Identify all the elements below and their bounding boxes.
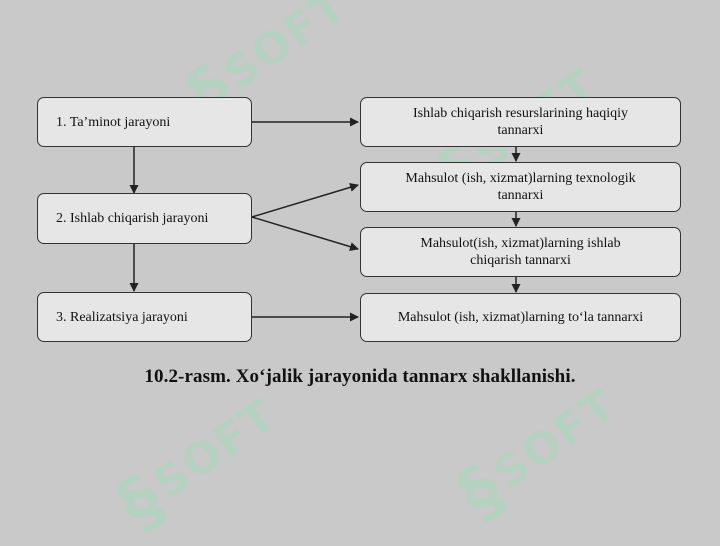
- cost-label-line2: chiqarish tannarxi: [470, 253, 571, 268]
- cost-label-line1: Mahsulot(ish, xizmat)larning ishlab: [420, 236, 621, 251]
- process-label: 1. Ta’minot jarayoni: [56, 114, 171, 130]
- cost-box-actual-resources: Ishlab chiqarish resurslarining haqiqiy …: [360, 97, 681, 147]
- cost-box-production: Mahsulot(ish, xizmat)larning ishlab chiq…: [360, 227, 681, 277]
- cost-label-line1: Mahsulot (ish, xizmat)larning to‘la tann…: [397, 310, 644, 325]
- process-label: 2. Ishlab chiqarish jarayoni: [56, 211, 209, 226]
- arrow-production-to-technological: [251, 183, 359, 218]
- process-label: 3. Realizatsiya jarayoni: [56, 309, 188, 325]
- cost-label-line2: tannarxi: [497, 188, 544, 203]
- cost-box-full: Mahsulot (ish, xizmat)larning to‘la tann…: [360, 293, 681, 342]
- figure-caption: 10.2-rasm. Xo‘jalik jarayonida tannarx s…: [144, 366, 576, 387]
- cost-label-line1: Ishlab chiqarish resurslarining haqiqiy: [412, 106, 628, 121]
- process-box-sales: 3. Realizatsiya jarayoni: [37, 292, 252, 342]
- process-box-production: 2. Ishlab chiqarish jarayoni: [37, 193, 252, 244]
- cost-label-line2: tannarxi: [497, 123, 544, 138]
- cost-box-technological: Mahsulot (ish, xizmat)larning texnologik…: [360, 162, 681, 212]
- process-box-supply: 1. Ta’minot jarayoni: [37, 97, 252, 147]
- cost-label-line1: Mahsulot (ish, xizmat)larning texnologik: [405, 171, 636, 186]
- arrow-production-to-production-cost: [251, 216, 359, 251]
